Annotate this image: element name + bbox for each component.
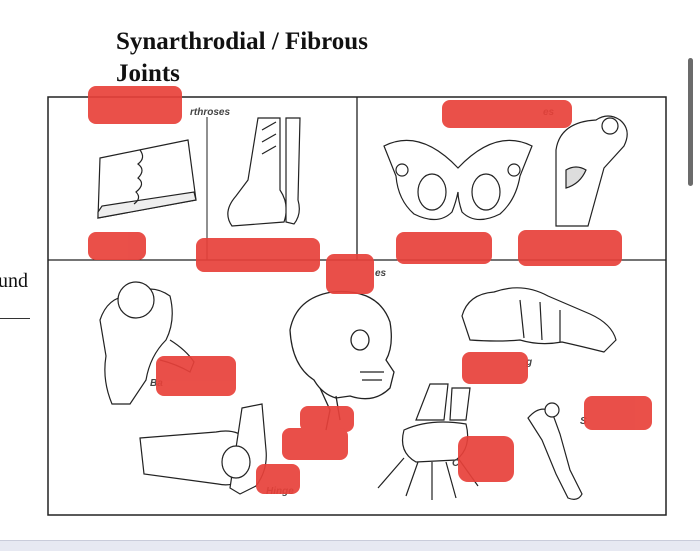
redaction-mark-10 [584,396,652,430]
underline-divider [0,318,30,319]
thumb-saddle-illustration [527,402,583,500]
foot-illustration [461,287,617,353]
syndesmosis-illustration [227,117,301,227]
redaction-mark-9 [462,352,528,384]
suture-bone-illustration [97,139,197,219]
redaction-mark-6 [518,230,622,266]
vertical-scrollbar[interactable] [688,58,693,186]
redaction-mark-12 [282,428,348,460]
label-saddle-joint: S [580,416,587,427]
femur-epiphysis-illustration [555,115,628,227]
redaction-mark-4 [196,238,320,272]
redaction-mark-2 [442,100,572,128]
label-gliding-joint: g [525,357,532,368]
redaction-mark-14 [458,436,514,482]
redaction-mark-7 [326,254,374,294]
redaction-mark-3 [88,232,146,260]
redaction-marks [88,86,652,494]
elbow-illustration [139,403,267,495]
redaction-mark-11 [300,406,354,432]
hand-wrist-illustration [377,383,479,500]
redaction-mark-13 [256,464,300,494]
label-bottom-center-heading: es [375,268,387,279]
label-top-left-heading: rthroses [190,107,230,118]
redaction-mark-1 [88,86,182,124]
redaction-mark-5 [396,232,492,264]
page-title: Synarthrodial / Fibrous Joints [116,28,368,87]
side-text-fragment: und [0,270,28,292]
redaction-mark-8 [156,356,236,396]
pelvis-illustration [383,139,533,221]
label-condyloid-joint: C [452,458,460,469]
bottom-toolbar-strip [0,540,700,551]
